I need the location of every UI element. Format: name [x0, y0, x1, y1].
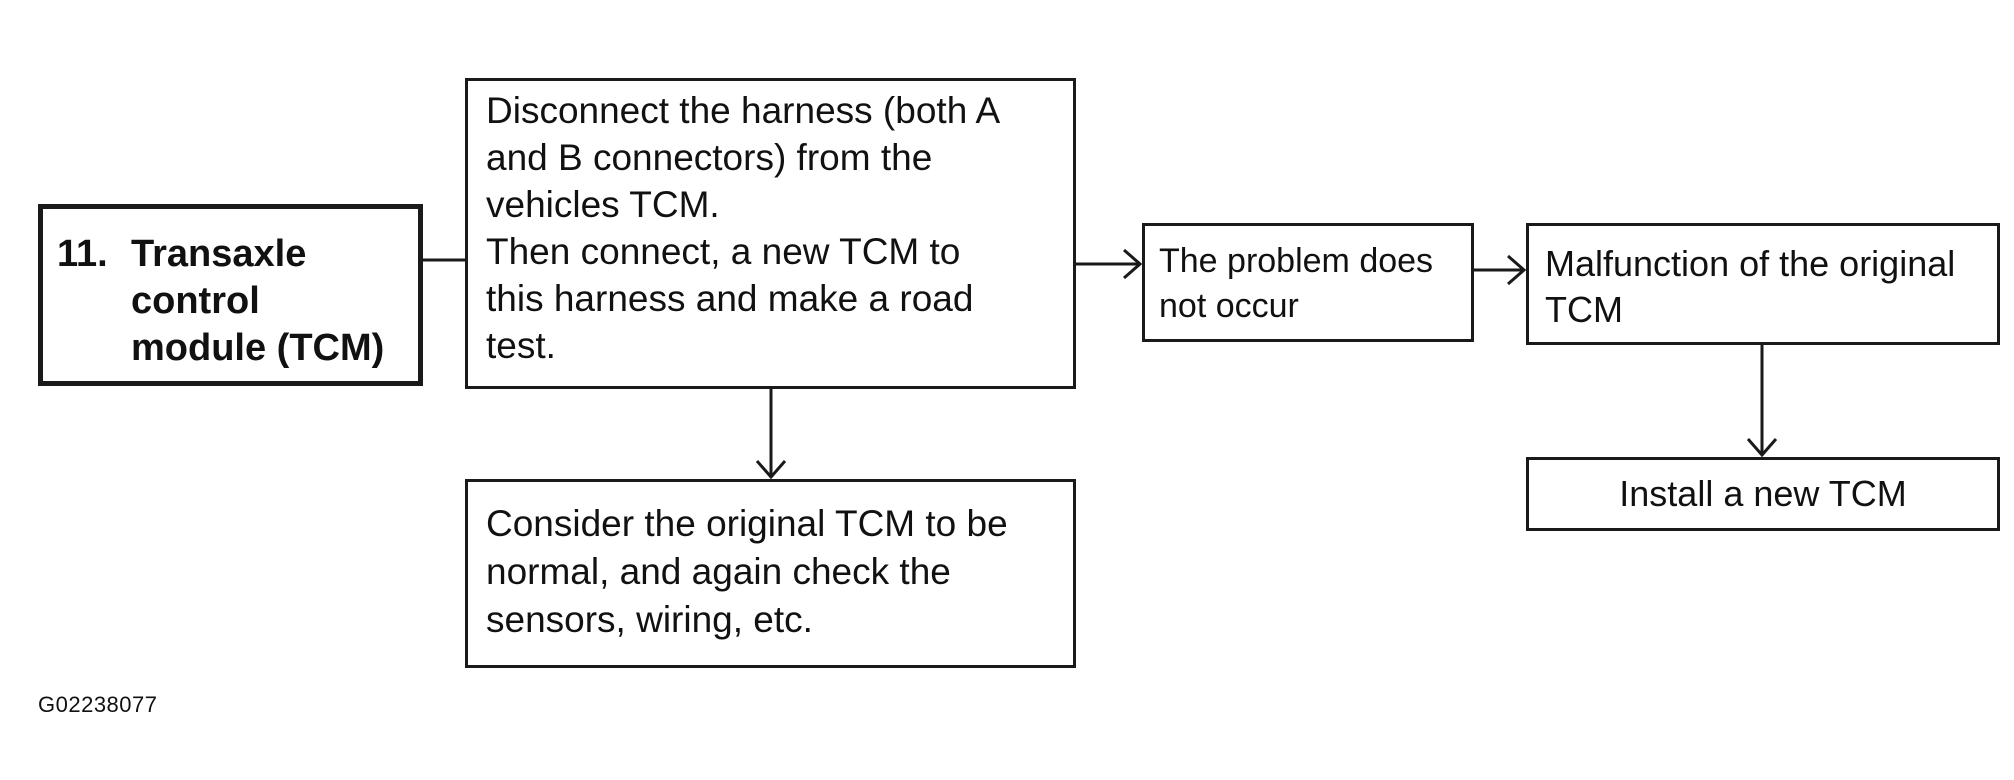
tcm-line-2: control	[57, 278, 408, 325]
disconnect-text-line: and B connectors) from the	[486, 137, 933, 178]
tcm-box: 11. Transaxle control module (TCM)	[38, 204, 423, 386]
consider-text-line: Consider the original TCM to be	[486, 503, 1008, 544]
problem-text-line: not occur	[1159, 287, 1299, 325]
step-number: 11.	[57, 233, 108, 275]
tcm-title-line-1: Transaxle	[131, 233, 307, 275]
consider-text-line: sensors, wiring, etc.	[486, 599, 813, 640]
install-new-tcm-box: Install a new TCM	[1526, 457, 2000, 531]
tcm-line-3: module (TCM)	[57, 325, 408, 372]
tcm-line-1: 11. Transaxle	[57, 231, 408, 278]
install-text-line: Install a new TCM	[1619, 473, 1907, 514]
arrowhead-consider	[755, 460, 787, 480]
disconnect-harness-box: Disconnect the harness (both A and B con…	[465, 78, 1076, 389]
arrowhead-install	[1746, 438, 1778, 458]
disconnect-text-line: Disconnect the harness (both A	[486, 90, 1001, 131]
arrowhead-malfunction	[1507, 254, 1527, 286]
diagram-code: G02238077	[38, 692, 158, 717]
consider-text-line: normal, and again check the	[486, 551, 951, 592]
malfunction-text-line: TCM	[1545, 289, 1623, 330]
disconnect-text-line: test.	[486, 325, 556, 366]
consider-normal-box: Consider the original TCM to be normal, …	[465, 479, 1076, 668]
tcm-title-line-2: control	[131, 280, 260, 322]
disconnect-text-line: this harness and make a road	[486, 278, 974, 319]
disconnect-text-line: Then connect, a new TCM to	[486, 231, 961, 272]
tcm-title-line-3: module (TCM)	[131, 327, 385, 369]
disconnect-text-line: vehicles TCM.	[486, 184, 720, 225]
malfunction-text-line: Malfunction of the original	[1545, 243, 1956, 284]
malfunction-box: Malfunction of the original TCM	[1526, 223, 2000, 345]
arrowhead-problem	[1123, 248, 1143, 280]
problem-text-line: The problem does	[1159, 242, 1434, 280]
problem-does-not-occur-box: The problem does not occur	[1142, 223, 1474, 342]
